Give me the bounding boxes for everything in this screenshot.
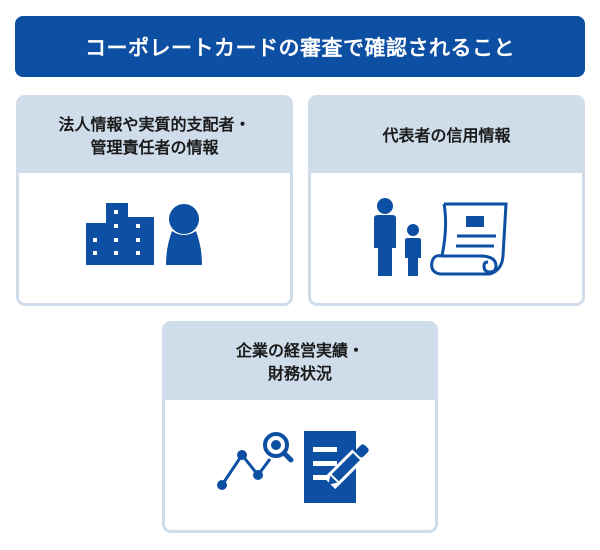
card-business-performance: 企業の経営実績・ 財務状況 xyxy=(162,321,438,533)
card-body xyxy=(165,400,435,530)
chart-magnifier-icon xyxy=(216,432,293,490)
adult-child-icon xyxy=(373,197,421,276)
page-title-text: コーポレートカードの審査で確認されること xyxy=(85,35,515,60)
document-pencil-icon xyxy=(303,431,369,503)
card-body xyxy=(311,173,582,303)
person-icon xyxy=(165,204,202,265)
card-header: 企業の経営実績・ 財務状況 xyxy=(165,324,435,400)
card-corporate-info: 法人情報や実質的支配者・ 管理責任者の情報 xyxy=(16,95,293,306)
card-label: 法人情報や実質的支配者・ 管理責任者の情報 xyxy=(58,114,251,157)
card-representative-credit: 代表者の信用情報 xyxy=(308,95,585,306)
card-body xyxy=(19,173,290,303)
card-header: 法人情報や実質的支配者・ 管理責任者の情報 xyxy=(19,98,290,173)
card-header: 代表者の信用情報 xyxy=(311,98,582,173)
page-title: コーポレートカードの審査で確認されること xyxy=(15,16,585,77)
card-label: 代表者の信用情報 xyxy=(382,126,511,145)
document-scroll-icon xyxy=(429,202,508,275)
card-label: 企業の経営実績・ 財務状況 xyxy=(235,341,364,383)
building-icon xyxy=(85,203,154,265)
